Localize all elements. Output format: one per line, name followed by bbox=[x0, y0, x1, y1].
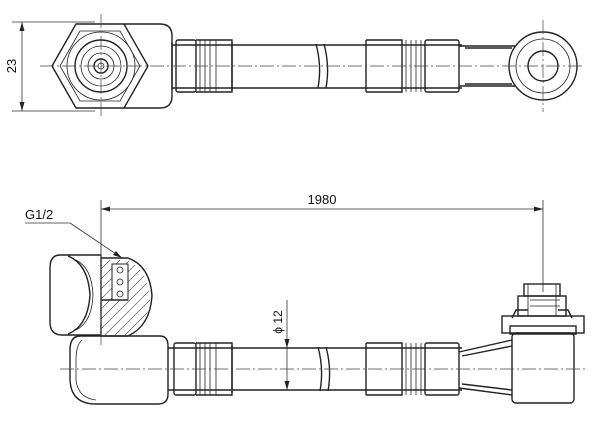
thread-label: G1/2 bbox=[25, 207, 53, 222]
diameter-dimension bbox=[284, 300, 290, 390]
thread-leader bbox=[25, 222, 123, 259]
top-view: 23 bbox=[4, 14, 585, 118]
length-dimension bbox=[100, 200, 544, 292]
side-view: 1980 G1/2 bbox=[25, 192, 585, 405]
length-dimension-label: 1980 bbox=[308, 192, 337, 207]
diameter-dimension-label: ϕ 12 bbox=[271, 310, 285, 334]
banjo-side bbox=[458, 283, 585, 404]
inner-bore bbox=[101, 263, 129, 301]
height-dimension-label: 23 bbox=[4, 59, 19, 73]
height-dimension bbox=[12, 21, 95, 112]
elbow-side bbox=[69, 335, 169, 405]
